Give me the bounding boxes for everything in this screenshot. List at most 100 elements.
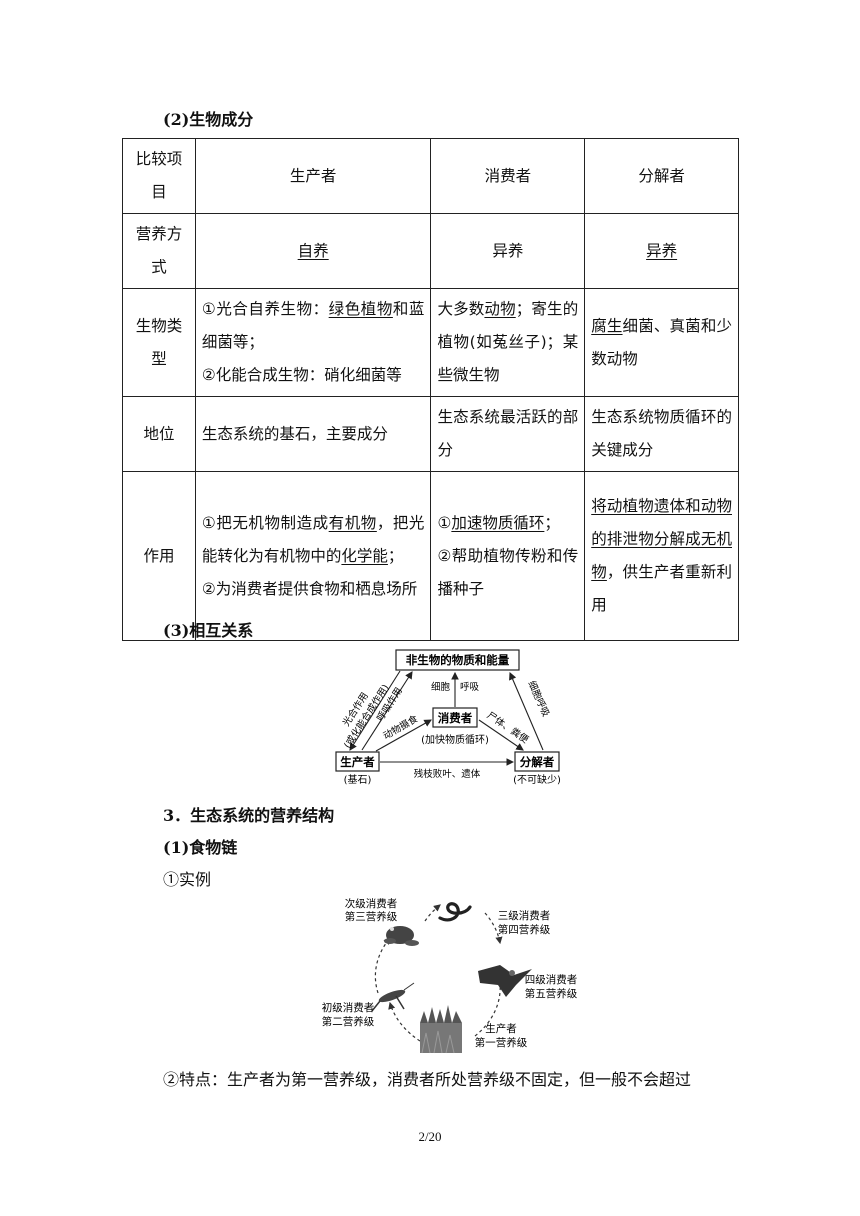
cell-producer: ①把无机物制造成有机物，把光能转化为有机物中的化学能；②为消费者提供食物和栖息场…	[194, 471, 432, 641]
row-item-label: 营养方式	[122, 213, 196, 289]
underlined-text: 将动植物遗体和动物的排泄物分解成无机物	[591, 497, 732, 581]
cell-text: ；	[544, 513, 560, 532]
cell-decomposer: 腐生细菌、真菌和少数动物	[584, 288, 739, 397]
cell-text: 生态系统最活跃的部分	[437, 408, 579, 459]
cell-text: ②化能合成生物：硝化细菌等	[201, 366, 402, 384]
arrow-producer-to-abiotic	[361, 671, 413, 751]
label-second-trophic: 第二营养级	[322, 1015, 375, 1028]
feature-paragraph: ②特点：生产者为第一营养级，消费者所处营养级不固定，但一般不会超过	[163, 1070, 692, 1089]
label-tertiary-consumer: 三级消费者	[498, 909, 551, 922]
table-header-row: 比较项目 生产者 消费者 分解者	[122, 138, 739, 214]
header-producer: 生产者	[194, 138, 432, 214]
table-row: 营养方式 自养 异养 异养	[122, 213, 739, 289]
cell-producer: 生态系统的基石，主要成分	[194, 396, 432, 472]
arrow-decomposer-to-abiotic	[509, 671, 544, 751]
underlined-text: 绿色植物	[328, 300, 393, 318]
food-chain-figure: 次级消费者 第三营养级 三级消费者 第四营养级 四级消费者 第五营养级 初级消费…	[322, 897, 578, 1054]
cell-text: ②帮助植物传粉和传播种子	[437, 546, 579, 598]
cell-text: 细菌、真菌和少数动物	[591, 316, 732, 368]
cell-text: ，把光能转化为有机物中的	[201, 513, 425, 565]
arrow-abiotic-to-producer	[349, 670, 401, 751]
cell-text: ②为消费者提供食物和栖息场所	[201, 579, 418, 598]
section-heading-food-chain: (1)食物链	[163, 838, 238, 857]
label-fourth-trophic: 第四营养级	[498, 923, 551, 936]
producer-label: 生产者	[340, 755, 375, 769]
arrow-producer-up	[388, 1001, 421, 1042]
cell-producer: ①光合自养生物：绿色植物和蓝细菌等； ②化能合成生物：硝化细菌等	[194, 288, 432, 397]
section-heading-biological: (2)生物成分	[163, 110, 254, 129]
arrow-producer-to-consumer	[375, 719, 432, 752]
label-first-trophic: 第一营养级	[475, 1036, 528, 1049]
producer-box	[335, 751, 380, 772]
header-item: 比较项目	[122, 138, 196, 214]
row-item-label: 作用	[122, 471, 196, 641]
frog-illustration	[384, 926, 419, 946]
label-cell-respiration-decomposer: 细胞呼吸	[526, 679, 553, 719]
label-quaternary-consumer: 四级消费者	[525, 973, 578, 986]
decomposer-label: 分解者	[520, 755, 555, 769]
cell-text: ；寄生的植物(如菟丝子)；某些微生物	[437, 300, 579, 384]
consumer-label: 消费者	[438, 711, 473, 725]
label-primary-consumer: 初级消费者	[322, 1001, 375, 1014]
cell-decomposer: 将动植物遗体和动物的排泄物分解成无机物，供生产者重新利用	[584, 471, 739, 641]
decomposer-note: (不可缺少)	[513, 773, 561, 786]
section-heading-example: ①实例	[163, 870, 212, 889]
underlined-text: 加速物质循环	[451, 513, 545, 532]
decomposer-box	[514, 751, 560, 772]
arrow-secondary-to-tertiary	[424, 904, 441, 922]
consumer-box	[432, 707, 478, 728]
cell-text: 和蓝细菌等；	[201, 300, 425, 351]
table-row: 生物类型 ①光合自养生物：绿色植物和蓝细菌等； ②化能合成生物：硝化细菌等 大多数…	[122, 288, 739, 397]
components-table: 比较项目 生产者 消费者 分解者 营养方式 自养 异养 异养 生物类型 ①光合自…	[122, 138, 739, 641]
table-row: 作用 ①把无机物制造成有机物，把光能转化为有机物中的化学能；②为消费者提供食物和…	[122, 471, 739, 641]
underlined-text: 腐生	[591, 316, 623, 335]
abiotic-label: 非生物的物质和能量	[406, 653, 510, 667]
cell-text: 生态系统的基石，主要成分	[201, 424, 388, 443]
arrow-producer-to-primary	[474, 982, 501, 1037]
section-heading-trophic: 3．生态系统的营养结构	[163, 806, 335, 825]
relation-diagram: 非生物的物质和能量 消费者 (加快物质循环) 生产者 (基石) 分解者 (不可缺…	[335, 649, 561, 786]
snake-illustration	[438, 902, 472, 922]
cell-consumer: 大多数动物；寄生的植物(如菟丝子)；某些微生物	[430, 288, 586, 397]
consumer-note: (加快物质循环)	[421, 733, 489, 746]
label-secondary-consumer: 次级消费者	[345, 897, 398, 910]
cell-text: 大多数	[437, 300, 485, 318]
cell-decomposer: 生态系统物质循环的关键成分	[584, 396, 739, 472]
row-item-label: 地位	[122, 396, 196, 472]
section-heading-relation: (3)相互关系	[163, 621, 254, 640]
page-number: 2/20	[418, 1129, 442, 1144]
cell-text: ，供生产者重新利用	[591, 563, 732, 614]
underlined-text: 动物	[484, 300, 516, 318]
arrow-primary-to-secondary	[374, 937, 391, 994]
arrow-consumer-to-decomposer	[478, 719, 524, 751]
table-row: 地位 生态系统的基石，主要成分 生态系统最活跃的部分 生态系统物质循环的关键成分	[122, 396, 739, 472]
underlined-text: 自养	[297, 241, 329, 260]
cell-producer: 自养	[194, 213, 432, 289]
header-consumer: 消费者	[430, 138, 586, 214]
label-cell: 细胞	[431, 681, 451, 693]
arrow-tertiary-to-quaternary	[484, 912, 503, 945]
cell-text: ①	[437, 513, 452, 532]
abiotic-box	[395, 649, 520, 671]
eagle-illustration	[478, 965, 532, 997]
underlined-text: 有机物	[328, 513, 377, 532]
cell-text: 生态系统物质循环的关键成分	[591, 408, 732, 459]
producer-note: (基石)	[344, 773, 372, 786]
cell-consumer: ①加速物质循环； ②帮助植物传粉和传播种子	[430, 471, 586, 641]
grasshopper-illustration	[371, 982, 415, 1012]
label-fifth-trophic: 第五营养级	[525, 987, 578, 1000]
header-decomposer: 分解者	[584, 138, 739, 214]
label-litter-remains: 残枝败叶、遗体	[414, 768, 481, 780]
cell-text: ①光合自养生物：	[201, 300, 329, 318]
cell-consumer: 生态系统最活跃的部分	[430, 396, 586, 472]
cell-text: ；	[387, 546, 404, 565]
label-third-trophic: 第三营养级	[345, 910, 398, 923]
cell-consumer: 异养	[430, 213, 586, 289]
underlined-text: 异养	[646, 241, 678, 260]
underlined-text: 化学能	[341, 546, 388, 565]
cell-text: 异养	[492, 241, 524, 260]
label-respire: 呼吸	[460, 682, 480, 693]
cell-decomposer: 异养	[584, 213, 739, 289]
row-item-label: 生物类型	[122, 288, 196, 397]
label-producer: 生产者	[485, 1022, 517, 1035]
